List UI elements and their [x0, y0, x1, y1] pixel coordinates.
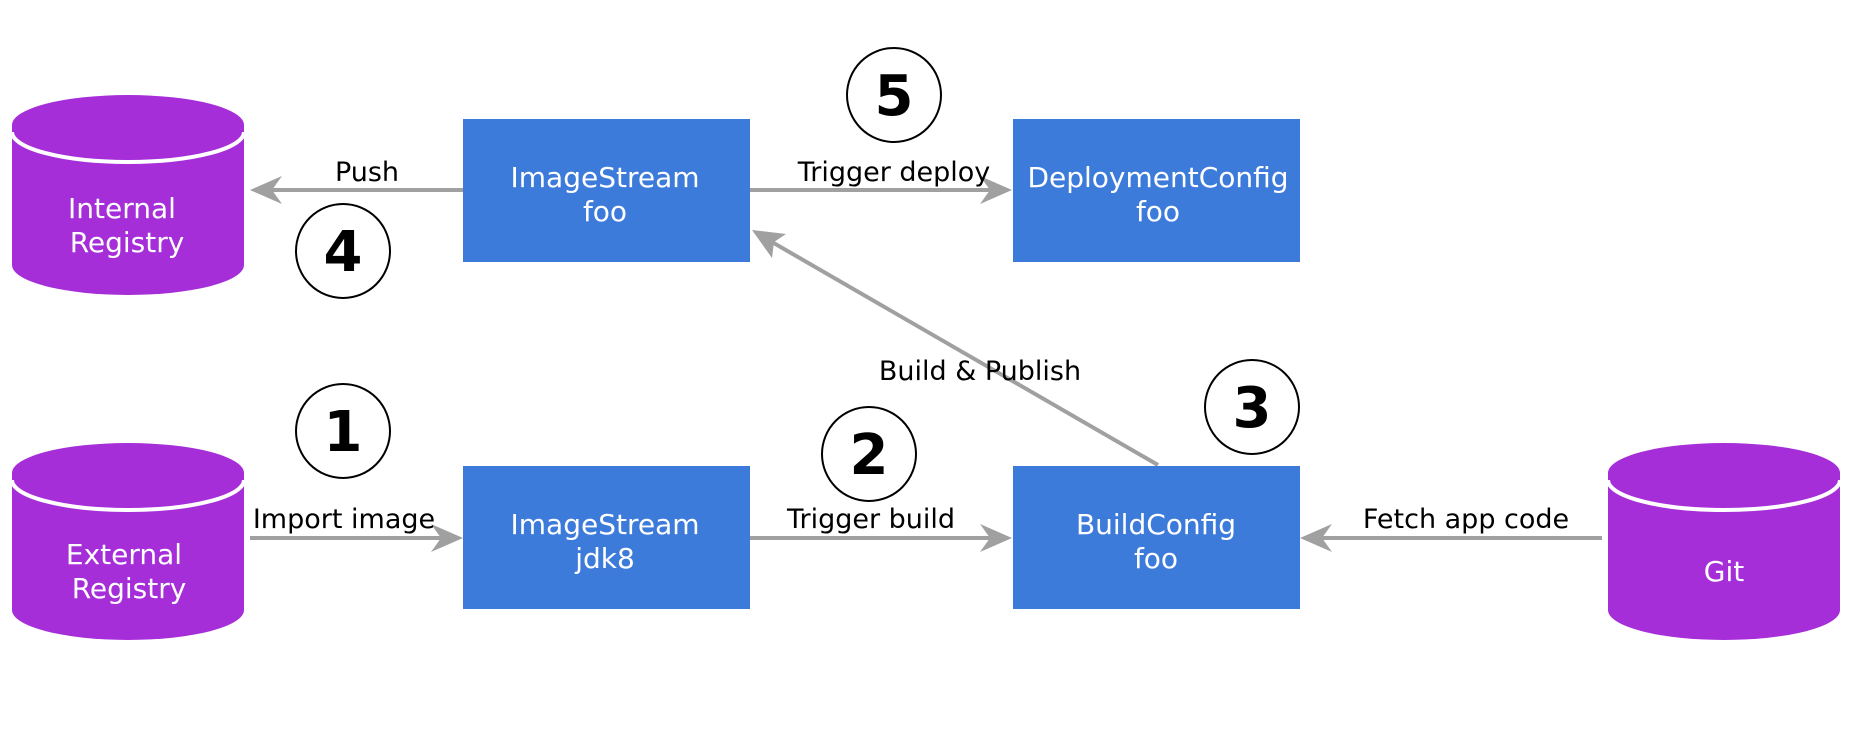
- edge-label-fetch-app-code: Fetch app code: [1363, 504, 1569, 535]
- node-deploymentconfig-foo: DeploymentConfig foo: [1013, 119, 1300, 262]
- database-internal-registry-label-line2: Registry: [70, 226, 185, 259]
- step-marker-5: 5: [846, 47, 942, 143]
- node-buildconfig-foo-label-line1: BuildConfig: [1076, 508, 1236, 541]
- database-external-registry-label-line1: External: [66, 538, 182, 571]
- step-marker-2-number: 2: [850, 423, 889, 488]
- node-buildconfig-foo-label-line2: foo: [1134, 542, 1178, 575]
- edge-label-push: Push: [335, 157, 399, 188]
- edge-label-trigger-build: Trigger build: [786, 504, 955, 535]
- edge-import-image: [250, 524, 463, 552]
- database-internal-registry-label-line1: Internal: [68, 192, 176, 225]
- node-imagestream-jdk8: ImageStream jdk8: [463, 466, 750, 609]
- edge-label-trigger-deploy: Trigger deploy: [797, 157, 991, 188]
- edge-trigger-build: [750, 524, 1012, 552]
- database-external-registry-label-line2: Registry: [72, 572, 187, 605]
- node-imagestream-jdk8-label-line1: ImageStream: [511, 508, 700, 541]
- database-external-registry: External Registry: [10, 443, 246, 640]
- node-deploymentconfig-foo-label-line2: foo: [1136, 195, 1180, 228]
- step-marker-1-number: 1: [324, 400, 363, 465]
- database-internal-registry: Internal Registry: [10, 95, 246, 295]
- node-imagestream-foo-label-line2: foo: [583, 195, 627, 228]
- edge-push: [250, 176, 463, 204]
- node-deploymentconfig-foo-label-line1: DeploymentConfig: [1027, 161, 1288, 194]
- node-imagestream-jdk8-label-line2: jdk8: [574, 542, 635, 575]
- edge-label-import-image: Import image: [253, 504, 435, 535]
- node-imagestream-foo: ImageStream foo: [463, 119, 750, 262]
- node-imagestream-foo-label-line1: ImageStream: [511, 161, 700, 194]
- step-marker-1: 1: [295, 383, 391, 479]
- step-marker-5-number: 5: [875, 64, 914, 129]
- step-marker-4-number: 4: [324, 220, 363, 285]
- step-marker-4: 4: [295, 203, 391, 299]
- step-marker-2: 2: [821, 406, 917, 502]
- edge-trigger-deploy: [750, 176, 1012, 204]
- step-marker-3-number: 3: [1233, 376, 1272, 441]
- edge-label-build-publish: Build & Publish: [879, 356, 1081, 387]
- edge-fetch-app-code: [1300, 524, 1602, 552]
- edge-build-publish: [752, 230, 1160, 467]
- database-git-label: Git: [1704, 555, 1744, 588]
- step-marker-3: 3: [1204, 359, 1300, 455]
- database-git: Git: [1606, 443, 1842, 640]
- node-buildconfig-foo: BuildConfig foo: [1013, 466, 1300, 609]
